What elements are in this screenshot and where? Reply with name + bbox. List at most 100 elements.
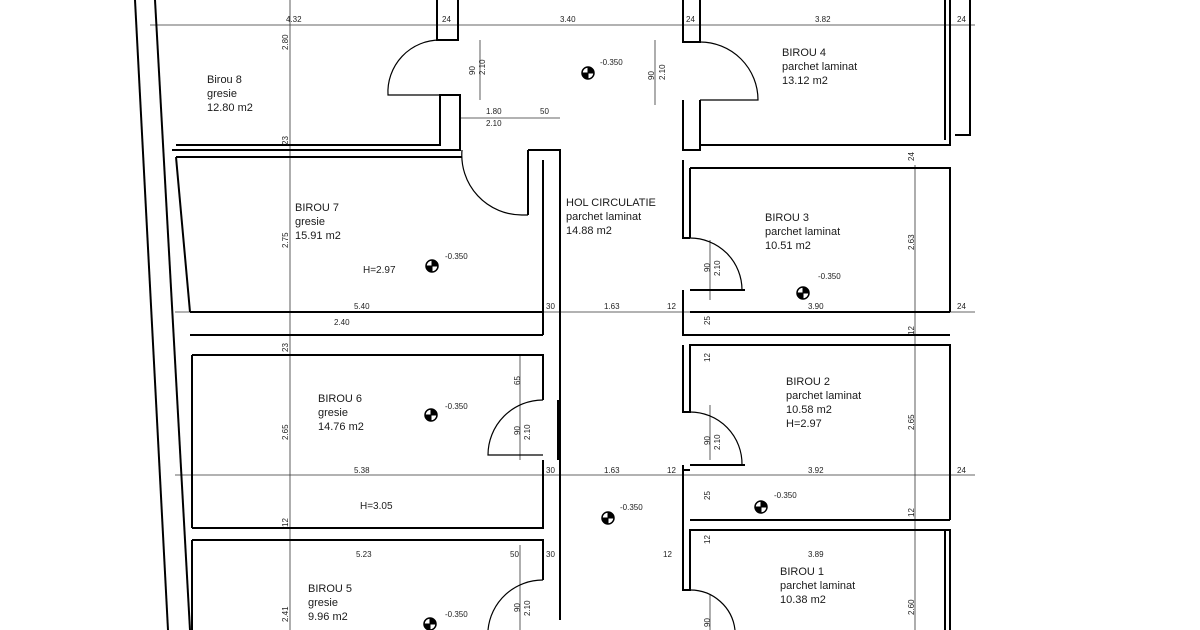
room-birou-6: BIROU 6 gresie 14.76 m2 — [318, 392, 364, 434]
dim-label: 4.32 — [286, 15, 302, 24]
dim-label: 12 — [281, 518, 290, 527]
room-birou-5: BIROU 5 gresie 9.96 m2 — [308, 582, 352, 624]
room-area: 14.76 m2 — [318, 421, 364, 433]
room-birou-2: BIROU 2 parchet laminat 10.58 m2 H=2.97 — [786, 375, 861, 431]
room-name: HOL CIRCULATIE — [566, 197, 656, 209]
dim-label: 90 — [703, 618, 712, 627]
height-note-birou-6: H=3.05 — [360, 501, 393, 512]
dim-label: 3.92 — [808, 466, 824, 475]
room-birou-3: BIROU 3 parchet laminat 10.51 m2 — [765, 211, 840, 253]
dim-label: 2.65 — [907, 414, 916, 430]
dim-label: 2.10 — [658, 64, 667, 80]
dim-label: 2.60 — [907, 599, 916, 615]
room-area: 9.96 m2 — [308, 611, 348, 623]
dim-label: 30 — [546, 302, 555, 311]
level-label: -0.350 — [600, 58, 623, 67]
room-name: BIROU 3 — [765, 212, 810, 224]
room-finish: parchet laminat — [782, 61, 858, 73]
room-height: H=2.97 — [786, 418, 822, 430]
room-hol-circulatie: HOL CIRCULATIE parchet laminat 14.88 m2 — [566, 196, 656, 238]
dim-label: 3.90 — [808, 302, 824, 311]
room-birou-8: Birou 8 gresie 12.80 m2 — [207, 73, 253, 115]
room-finish: gresie — [295, 216, 325, 228]
dim-label: 3.89 — [808, 550, 824, 559]
room-name: Birou 8 — [207, 74, 242, 86]
dim-label: 90 — [513, 603, 522, 612]
room-name: BIROU 7 — [295, 202, 340, 214]
dim-label: 5.23 — [356, 550, 372, 559]
room-finish: gresie — [207, 88, 237, 100]
dim-label: 50 — [540, 107, 549, 116]
dim-label: 90 — [468, 66, 477, 75]
level-label: -0.350 — [445, 402, 468, 411]
dim-label: 25 — [703, 491, 712, 500]
room-area: 10.51 m2 — [765, 240, 811, 252]
dim-label: 12 — [667, 466, 676, 475]
room-area: 12.80 m2 — [207, 102, 253, 114]
room-finish: parchet laminat — [780, 580, 856, 592]
dim-label: 24 — [957, 466, 966, 475]
dim-label: 12 — [703, 353, 712, 362]
room-finish: parchet laminat — [566, 211, 642, 223]
dim-label: 2.65 — [281, 424, 290, 440]
dim-label: 1.63 — [604, 466, 620, 475]
dim-label: 2.80 — [281, 34, 290, 50]
room-area: 10.58 m2 — [786, 404, 832, 416]
dim-label: 23 — [281, 343, 290, 352]
dim-label: 2.40 — [334, 318, 350, 327]
room-finish: gresie — [318, 407, 348, 419]
dim-label: 12 — [703, 535, 712, 544]
room-birou-4: BIROU 4 parchet laminat 13.12 m2 — [782, 46, 857, 88]
level-label: -0.350 — [774, 491, 797, 500]
dim-label: 24 — [907, 152, 916, 161]
dim-label: 24 — [957, 15, 966, 24]
dim-label: 2.10 — [523, 600, 532, 616]
dim-label: 12 — [663, 550, 672, 559]
room-name: BIROU 4 — [782, 47, 827, 59]
level-label: -0.350 — [445, 252, 468, 261]
room-birou-7: BIROU 7 gresie 15.91 m2 — [295, 201, 341, 243]
dim-label: 50 — [510, 550, 519, 559]
room-name: BIROU 1 — [780, 566, 825, 578]
dim-label: 2.10 — [486, 119, 502, 128]
dim-label: 12 — [907, 508, 916, 517]
level-label: -0.350 — [620, 503, 643, 512]
dim-label: 24 — [442, 15, 451, 24]
dim-label: 25 — [703, 316, 712, 325]
dim-label: 1.63 — [604, 302, 620, 311]
walls — [134, 0, 971, 630]
dim-label: 90 — [703, 436, 712, 445]
room-name: BIROU 6 — [318, 393, 363, 405]
dimension-lines — [150, 0, 975, 630]
room-area: 14.88 m2 — [566, 225, 612, 237]
dim-label: 2.75 — [281, 232, 290, 248]
dim-label: 12 — [667, 302, 676, 311]
dim-label: 3.40 — [560, 15, 576, 24]
dim-label: 90 — [513, 426, 522, 435]
height-note-birou-7: H=2.97 — [363, 265, 396, 276]
dim-label: 30 — [546, 550, 555, 559]
dim-label: 24 — [957, 302, 966, 311]
room-area: 10.38 m2 — [780, 594, 826, 606]
room-area: 15.91 m2 — [295, 230, 341, 242]
dim-label: 1.80 — [486, 107, 502, 116]
level-label: -0.350 — [445, 610, 468, 619]
room-birou-1: BIROU 1 parchet laminat 10.38 m2 — [780, 565, 855, 607]
dim-label: 23 — [281, 136, 290, 145]
room-name: BIROU 2 — [786, 376, 831, 388]
dim-label: 12 — [907, 326, 916, 335]
room-finish: gresie — [308, 597, 338, 609]
room-finish: parchet laminat — [786, 390, 862, 402]
dim-label: 2.10 — [523, 424, 532, 440]
level-label: -0.350 — [818, 272, 841, 281]
dim-label: 5.40 — [354, 302, 370, 311]
dim-label: 5.38 — [354, 466, 370, 475]
door-swings — [387, 39, 759, 630]
dim-label: 3.82 — [815, 15, 831, 24]
room-area: 13.12 m2 — [782, 75, 828, 87]
dim-label: 2.10 — [478, 59, 487, 75]
dim-label: 65 — [513, 376, 522, 385]
dim-label: 90 — [647, 71, 656, 80]
dim-label: 90 — [703, 263, 712, 272]
